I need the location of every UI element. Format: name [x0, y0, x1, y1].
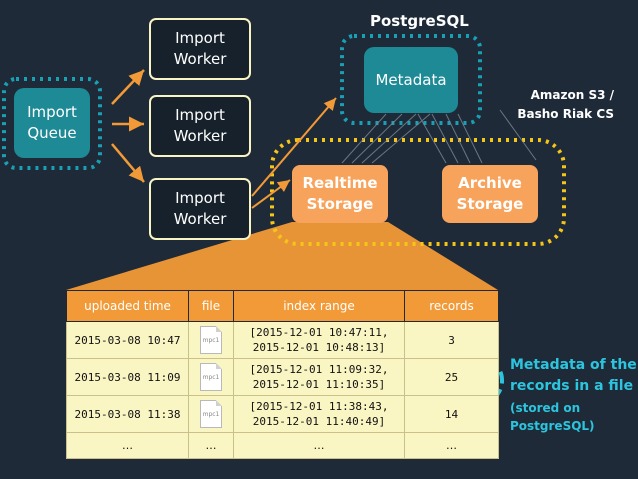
file-cell: mpc1: [188, 395, 234, 433]
records-cell: 25: [404, 358, 499, 396]
import-queue-box: Import Queue: [14, 88, 90, 158]
realtime-storage-box: Realtime Storage: [292, 165, 388, 223]
import-worker-label: Import Worker: [173, 189, 227, 228]
import-worker-box-2: Import Worker: [149, 95, 251, 157]
metadata-box: Metadata: [364, 47, 458, 113]
ellipsis-cell: …: [404, 432, 499, 459]
storage-metadata-lines: [341, 109, 537, 164]
annotation-title: Metadata of the records in a file: [510, 355, 637, 397]
import-worker-label: Import Worker: [173, 106, 227, 145]
metadata-label: Metadata: [375, 70, 447, 89]
worker-storage-arrows: [251, 97, 337, 209]
annotation-line-4: PostgreSQL): [510, 419, 595, 433]
ellipsis-cell: …: [233, 432, 405, 459]
postgresql-label: PostgreSQL: [370, 12, 469, 30]
storage-dotted-outline: [270, 138, 566, 246]
postgresql-dotted-outline: [340, 34, 482, 125]
metadata-table: uploaded time file index range records 2…: [66, 290, 499, 459]
annotation-line-3: (stored on: [510, 401, 581, 415]
annotation-line-1: Metadata of the: [510, 357, 637, 373]
uploaded-time-cell: 2015-03-08 10:47: [66, 321, 189, 359]
column-header-index-range: index range: [233, 290, 405, 322]
file-icon-label: mpc1: [202, 411, 220, 418]
file-icon: mpc1: [200, 363, 222, 391]
column-header-file: file: [188, 290, 234, 322]
annotation-line-2: records in a file: [510, 378, 634, 394]
index-range-cell: [2015-12-01 11:09:32, 2015-12-01 11:10:3…: [233, 358, 405, 396]
import-worker-label: Import Worker: [173, 29, 227, 68]
import-queue-label: Import Queue: [27, 103, 77, 142]
import-queue-dotted-outline: [2, 77, 102, 170]
realtime-storage-label: Realtime Storage: [302, 174, 378, 213]
index-range-cell: [2015-12-01 11:38:43, 2015-12-01 11:40:4…: [233, 395, 405, 433]
ellipsis-cell: …: [66, 432, 189, 459]
archive-storage-box: Archive Storage: [442, 165, 538, 223]
index-range-cell: [2015-12-01 10:47:11, 2015-12-01 10:48:1…: [233, 321, 405, 359]
uploaded-time-cell: 2015-03-08 11:09: [66, 358, 189, 396]
table-header-row: uploaded time file index range records: [66, 290, 499, 322]
annotation-note: (stored on PostgreSQL): [510, 399, 595, 435]
import-worker-box-3: Import Worker: [149, 178, 251, 240]
import-worker-box-1: Import Worker: [149, 18, 251, 80]
s3-label: Amazon S3 / Basho Riak CS: [517, 88, 614, 121]
file-icon: mpc1: [200, 326, 222, 354]
ellipsis-cell: …: [188, 432, 234, 459]
table-row: 2015-03-08 11:38 mpc1 [2015-12-01 11:38:…: [66, 395, 499, 433]
table-row: 2015-03-08 11:09 mpc1 [2015-12-01 11:09:…: [66, 358, 499, 396]
file-icon-label: mpc1: [202, 374, 220, 381]
file-cell: mpc1: [188, 358, 234, 396]
table-row-ellipsis: … … … …: [66, 432, 499, 459]
file-icon-label: mpc1: [202, 337, 220, 344]
uploaded-time-cell: 2015-03-08 11:38: [66, 395, 189, 433]
archive-storage-label: Archive Storage: [456, 174, 524, 213]
zoom-funnel: [66, 222, 498, 290]
file-cell: mpc1: [188, 321, 234, 359]
records-cell: 14: [404, 395, 499, 433]
column-header-records: records: [404, 290, 499, 322]
table-row: 2015-03-08 10:47 mpc1 [2015-12-01 10:47:…: [66, 321, 499, 359]
column-header-uploaded-time: uploaded time: [66, 290, 189, 322]
queue-worker-arrows: [111, 69, 145, 183]
records-cell: 3: [404, 321, 499, 359]
file-icon: mpc1: [200, 400, 222, 428]
